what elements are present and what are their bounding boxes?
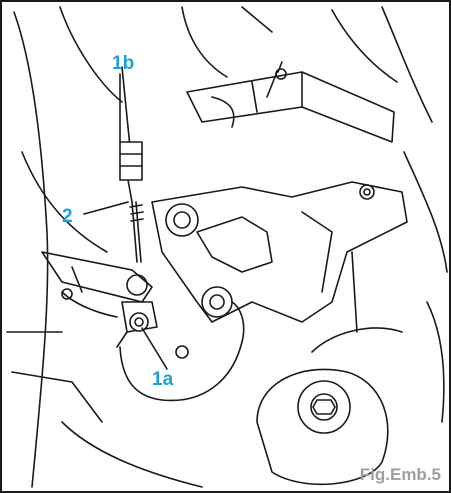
callout-2: 2: [62, 206, 73, 227]
lower-mount: [256, 327, 403, 486]
cable-adjuster: [119, 66, 144, 263]
release-lever: [41, 251, 153, 303]
support-plate: [151, 181, 408, 333]
body-panel-lines: [6, 6, 448, 488]
pivot-bolt: [61, 288, 189, 359]
callout-1a: 1a: [152, 369, 174, 390]
callout-leaders: [83, 73, 168, 370]
figure-caption: Fig.Emb.5: [359, 465, 441, 484]
callout-1b: 1b: [112, 53, 135, 74]
cable-loop: [119, 301, 245, 402]
upper-bracket: [186, 61, 395, 143]
